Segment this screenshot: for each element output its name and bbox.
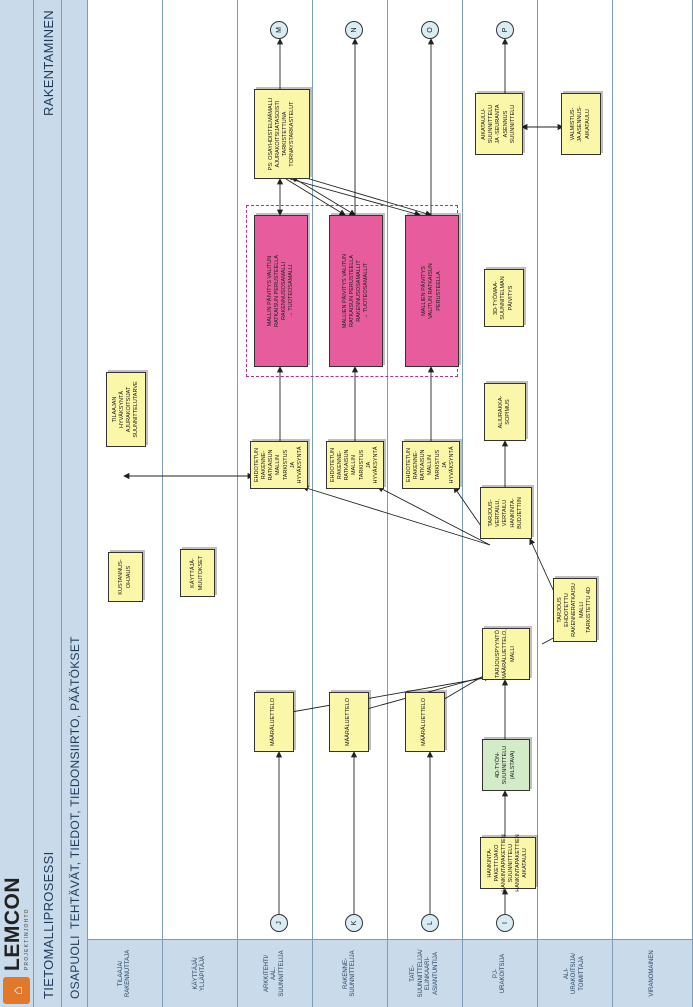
box-3d-tyomaasuunnitelma: 3D-TYÖMAA- SUUNNITELMAN PÄIVITYS — [484, 269, 524, 327]
box-valmistusaikataulu: VALMISTUS- JA ASENNUS- AIKATAULU — [561, 93, 601, 155]
box-paivitys-ark: MALLIN PÄIVITYS VALITUN RATKAISUN PERUST… — [254, 215, 308, 367]
box-ehdotettu-rak: EHDOTETUN RAKENNE- RATKAISUN MALLIN TARK… — [326, 441, 384, 489]
box-kayttajamuutokset: KÄYTTÄJÄ- MUUTOKSET — [180, 549, 215, 597]
box-ehdotettu-ark: EHDOTETUN RAKENNE- RATKAISUN MALLIN TARK… — [250, 441, 308, 489]
box-maaraluettelo-ark: MÄÄRÄLUETTELO — [254, 692, 294, 752]
box-tarjousvertailu: TARJOUS- VERTAILU, VERTAILU HANKINTA- BU… — [480, 487, 532, 539]
box-kustannusohjaus: KUSTANNUS- OHJAUS — [108, 552, 143, 602]
box-maaraluettelo-rak: MÄÄRÄLUETTELO — [329, 692, 369, 752]
box-aliurakkasopimus: ALIURAKKA- SOPIMUS — [484, 383, 526, 441]
connector-j: J — [270, 914, 288, 932]
box-paivitys-rak: MALLIEN PÄIVITYS VALITUN RATKAISUN PERUS… — [329, 215, 383, 367]
connector-l: L — [421, 914, 439, 932]
connector-n: N — [345, 21, 363, 39]
connector-k: K — [345, 914, 363, 932]
connector-i: I — [496, 914, 514, 932]
connector-p: P — [496, 21, 514, 39]
box-ehdotettu-tate: EHDOTETUN RAKENNE- RATKAISUN MALLIN TARK… — [402, 441, 460, 489]
box-paivitys-tate: MALLIEN PÄIVITYS VALITUN RATKAISUN PERUS… — [405, 215, 459, 367]
box-maaraluettelo-tate: MÄÄRÄLUETTELO — [405, 692, 445, 752]
connector-m: M — [270, 21, 288, 39]
box-tarjous: TARJOUS EHDOTETTU RAKENNERATKAISU MALLI … — [553, 578, 597, 642]
box-tarjouspyynto: TARJOUSPYYNTÖ MÄÄRÄLUETTELO, MALLI — [482, 628, 530, 680]
box-4d-tyonsuunnittelu: 4D-TYÖN- SUUNNITTELU (AILSTAVA) — [482, 739, 530, 791]
connector-o: O — [421, 21, 439, 39]
box-tilaajan-hyvaksynta: TILAAJAN HYVÄKSYNTÄ AJURAKOITSIJAT SUUNN… — [106, 372, 146, 447]
box-osayhdistelmamalli: PS: OSAYHDISTELMÄMALLI AJURAKOITSIJATASO… — [254, 89, 310, 179]
box-aikataulusuunnittelu: AIKATAULU- SUUNNITTELU JA -SEURANTA ASEN… — [475, 93, 523, 155]
box-hankintapakettijako: HANKINTA- PAKETTIJAKO HANKINTAPAKETTIEN … — [480, 834, 536, 892]
